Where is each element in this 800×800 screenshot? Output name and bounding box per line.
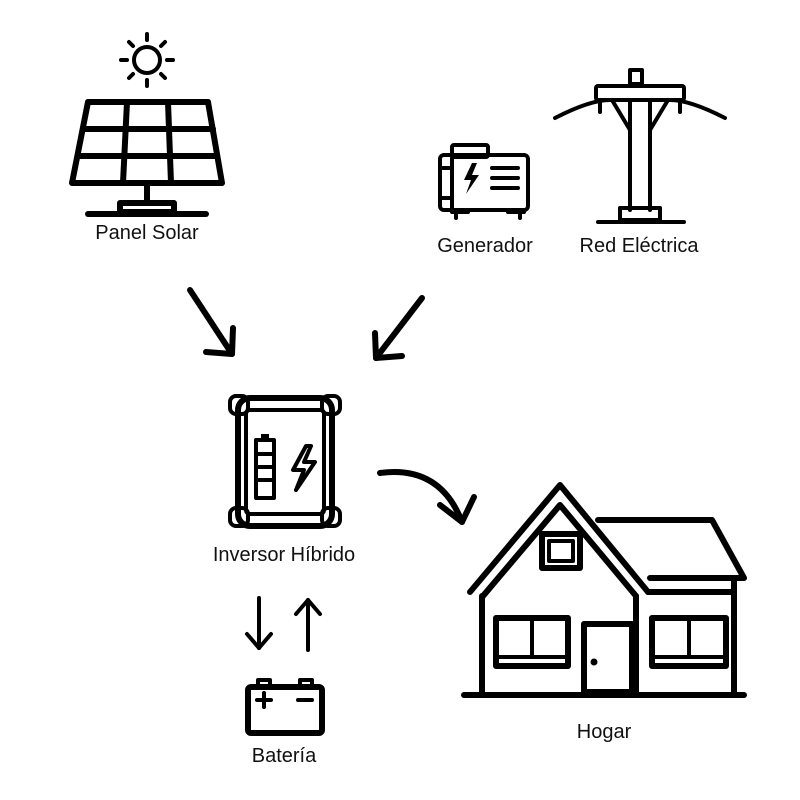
- arrow-to-battery: [245, 596, 273, 650]
- generator-label: Generador: [437, 235, 533, 257]
- arrow-inverter-to-home: [377, 469, 477, 525]
- battery-label: Batería: [251, 745, 317, 767]
- grid-label: Red Eléctrica: [579, 235, 699, 257]
- arrow-from-battery: [294, 598, 322, 652]
- arrow-solar-to-inverter: [187, 287, 236, 357]
- house-icon: [461, 482, 747, 698]
- solar-panel-label: Panel Solar: [95, 222, 199, 244]
- arrow-sources-to-inverter: [372, 295, 425, 361]
- home-label: Hogar: [576, 721, 632, 743]
- inverter-icon: [228, 394, 342, 529]
- sun-icon: [119, 32, 175, 88]
- battery-icon: [245, 678, 325, 736]
- generator-icon: [438, 143, 530, 220]
- inverter-label: Inversor Híbrido: [212, 544, 356, 566]
- power-pole-icon: [553, 68, 727, 224]
- solar-panel-icon: [69, 99, 225, 217]
